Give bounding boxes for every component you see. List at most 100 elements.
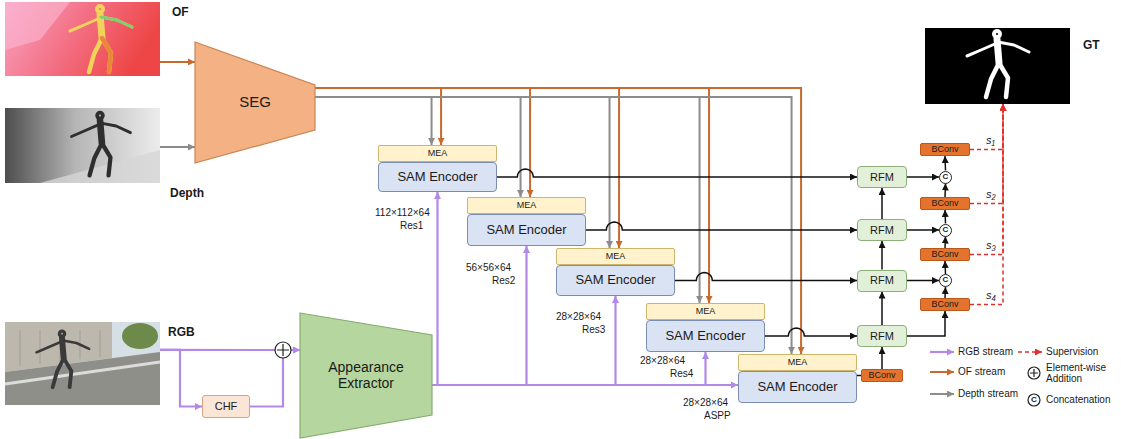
legend-entry: Concatenation [1046, 394, 1111, 405]
node-text: BConv [931, 300, 958, 310]
bconv-block: BConv [920, 298, 970, 311]
connector [907, 176, 939, 178]
label-holder: ASPP [704, 410, 731, 421]
node-text: CHF [215, 400, 238, 412]
connector [432, 192, 438, 385]
label-holder: C [1028, 394, 1040, 406]
dimension-label: 28×28×64 [640, 355, 685, 366]
trapezoid-shape [195, 42, 315, 163]
legend-entry: Supervision [1046, 346, 1098, 357]
connector [432, 246, 527, 385]
connector [907, 229, 939, 231]
legend-entry: Depth stream [958, 388, 1018, 399]
chf-block: CHF [202, 395, 250, 418]
trapezoid-shape [300, 313, 432, 438]
rgb-image: RGB [5, 322, 160, 405]
connector [250, 350, 300, 407]
flow-region [5, 2, 70, 50]
concat-node: C [939, 171, 952, 184]
depth-image: Depth [5, 108, 160, 183]
connector [315, 88, 530, 197]
mea-block: MEA [738, 354, 857, 371]
connector [160, 350, 202, 407]
node-text: C [943, 276, 949, 285]
seg-network: SEG [195, 42, 315, 163]
stage-label: ASPP [704, 410, 731, 421]
rgb-ground [5, 352, 160, 405]
sam-encoder-block: SAM Encoder [378, 162, 497, 192]
connector [907, 311, 945, 336]
connector [432, 384, 738, 386]
connector [881, 347, 883, 369]
connector [586, 222, 857, 230]
sam-encoder-block: SAM Encoder [646, 320, 765, 352]
label-holder: 28×28×64 [640, 355, 685, 366]
connector [970, 104, 1003, 150]
legend-addition-cross [1030, 369, 1038, 377]
node-text: SAM Encoder [757, 380, 837, 394]
label-holder: Res3 [582, 324, 605, 335]
optical-flow-image: OF [5, 2, 160, 76]
label-holder: 28×28×64 [556, 311, 601, 322]
dimension-label: 28×28×64 [683, 397, 728, 408]
label-holder: s₂ [986, 188, 996, 200]
node-text: MEA [788, 358, 808, 368]
connector [160, 61, 195, 63]
connector [765, 328, 857, 336]
supervision-label: s₁ [986, 134, 995, 146]
label-holder: Res1 [400, 220, 423, 231]
legend-rgb-sample [930, 351, 954, 353]
node-text: SAM Encoder [665, 329, 745, 343]
legend-supervision-sample [1018, 351, 1042, 353]
node-text: BConv [931, 199, 958, 209]
label-holder: s₄ [986, 289, 996, 301]
stage-label: Res2 [492, 275, 515, 286]
legend-text: OF stream [958, 366, 1005, 377]
connector [944, 287, 946, 298]
legend-text: Supervision [1046, 346, 1098, 357]
bconv-block: BConv [920, 197, 970, 210]
dimension-label: 28×28×64 [556, 311, 601, 322]
stage-label: Res4 [670, 368, 693, 379]
addition-symbol [275, 342, 291, 358]
legend-entry: OF stream [958, 366, 1005, 377]
supervision-label: s₃ [986, 239, 996, 251]
mea-block: MEA [378, 145, 497, 162]
label-holder: 112×112×64 [375, 207, 430, 218]
node-text: RFM [870, 171, 894, 183]
node-text: OF [172, 6, 189, 19]
connector [432, 296, 616, 385]
connector [315, 97, 610, 248]
bconv-block: BConv [920, 248, 970, 261]
supervision-label: s₂ [986, 188, 996, 200]
rgb-picture [5, 322, 160, 405]
connector [907, 280, 939, 282]
ground-truth-figure [967, 31, 1029, 97]
connector [315, 88, 709, 303]
legend-addition-symbol [1028, 367, 1040, 379]
rgb-figure [37, 331, 90, 387]
legend-text: RGB stream [958, 346, 1013, 357]
rfm-block: RFM [857, 270, 907, 292]
connector [881, 241, 883, 270]
bconv-block: BConv [861, 369, 903, 382]
node-text: RGB [168, 326, 195, 339]
rfm-block: RFM [857, 166, 907, 188]
node-text: RFM [870, 330, 894, 342]
sam-encoder-block: SAM Encoder [738, 371, 857, 403]
node-text: SEG [239, 94, 271, 111]
legend-entry: Element-wise Addition [1046, 362, 1112, 384]
depth-figure [72, 113, 131, 176]
sam-encoder-block: SAM Encoder [467, 214, 586, 246]
mea-block: MEA [646, 303, 765, 320]
legend-text: Concatenation [1046, 394, 1111, 405]
connector [944, 184, 946, 198]
ground-truth-picture [925, 28, 1070, 104]
depth-picture [5, 108, 160, 183]
bconv-block: BConv [920, 143, 970, 156]
sam-encoder-block: SAM Encoder [556, 265, 675, 296]
legend-of-sample [930, 371, 954, 373]
addition-cross [277, 344, 289, 356]
node-text: RFM [870, 274, 894, 286]
connector [970, 104, 1003, 305]
